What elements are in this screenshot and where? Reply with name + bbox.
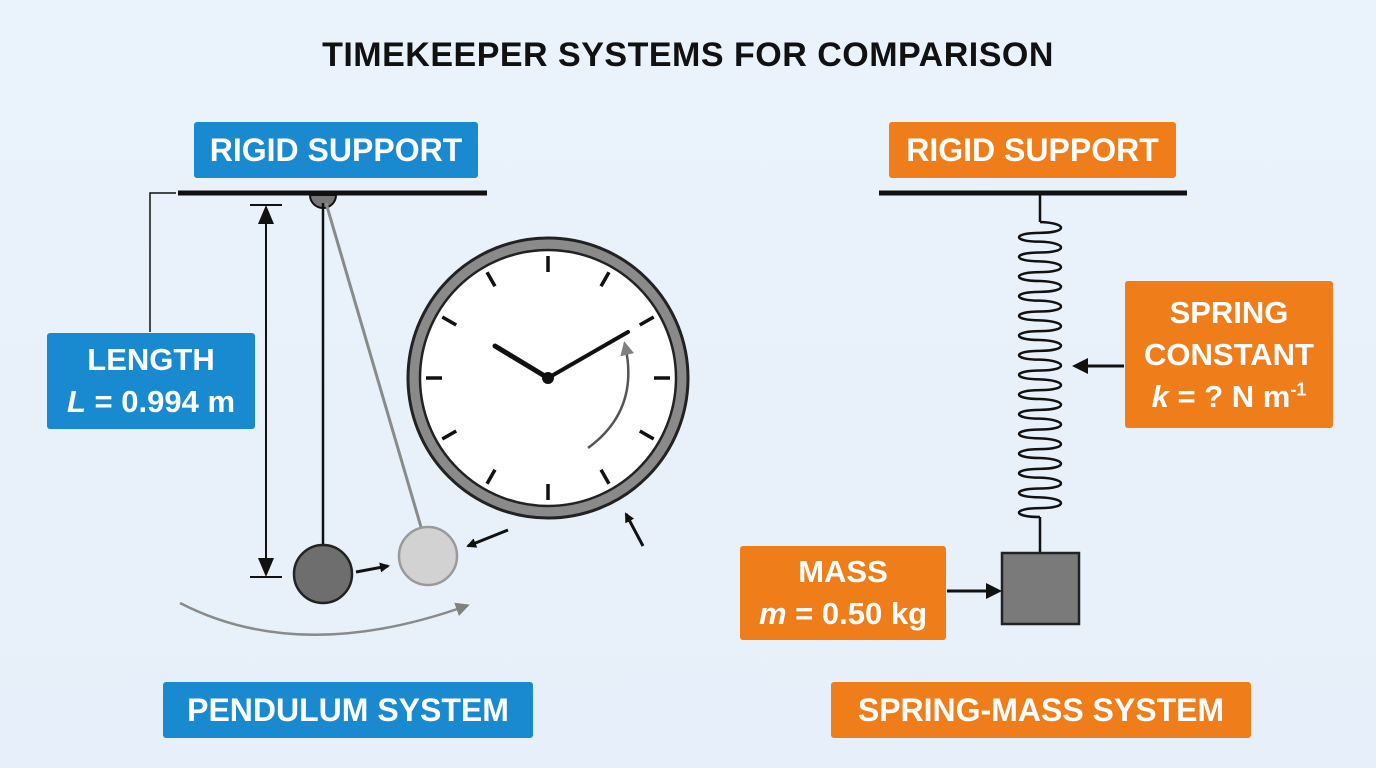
clock-tick — [441, 315, 458, 327]
clock-minute-hand — [546, 330, 630, 380]
length-arrowhead-down — [258, 558, 274, 577]
bob-motion-arrow — [355, 562, 390, 574]
clock-rotation-arrow — [587, 341, 635, 450]
spring-constant-exponent: -1 — [1290, 379, 1307, 400]
mass-block — [1000, 551, 1081, 626]
length-arrowhead-up — [258, 205, 274, 224]
clock-center-pin — [542, 372, 554, 384]
displaced-bob-pointer-arrow — [466, 528, 509, 548]
pendulum-system-label-text: PENDULUM SYSTEM — [187, 691, 509, 728]
clock-tick — [485, 271, 497, 288]
pendulum-support-label-text: RIGID SUPPORT — [209, 131, 463, 168]
spring-support-label: RIGID SUPPORT — [889, 122, 1176, 178]
swing-arc-arrow — [179, 601, 470, 636]
pendulum-pivot — [308, 194, 338, 209]
mass-label-title: MASS — [798, 554, 888, 589]
pendulum-string-displaced — [324, 202, 423, 528]
mass-label-value-line: m = 0.50 kg — [759, 593, 927, 635]
spring-constant-value-line: k = ? N m-1 — [1152, 376, 1307, 418]
length-label: LENGTH L = 0.994 m — [47, 333, 255, 429]
spring-support-label-text: RIGID SUPPORT — [906, 131, 1159, 168]
length-label-title: LENGTH — [87, 342, 215, 377]
spring-mass-system-label: SPRING-MASS SYSTEM — [831, 682, 1251, 738]
clock-icon — [406, 236, 690, 547]
pendulum-system-label: PENDULUM SYSTEM — [163, 682, 533, 738]
length-leader-line — [149, 192, 176, 332]
clock-tick — [638, 315, 655, 327]
clock-hour-hand — [492, 343, 551, 381]
clock-tick — [485, 468, 497, 485]
pendulum-bob-rest — [292, 543, 354, 605]
spring-constant-value: = ? N m — [1177, 378, 1291, 414]
spring-constant-label-line2: CONSTANT — [1144, 336, 1314, 372]
spring-mass-diagram — [879, 190, 1187, 626]
mass-value: = 0.50 kg — [795, 596, 928, 631]
mass-symbol: m — [758, 596, 787, 631]
length-symbol: L — [66, 384, 86, 419]
pendulum-bob-displaced — [397, 525, 459, 587]
diagram-title: TIMEKEEPER SYSTEMS FOR COMPARISON — [322, 36, 1054, 74]
clock-pointer-arrow — [624, 512, 645, 547]
clock-tick — [599, 468, 611, 485]
spring-constant-label: SPRING CONSTANT k = ? N m-1 — [1125, 281, 1333, 428]
length-value: = 0.994 m — [94, 384, 236, 419]
clock-tick — [599, 271, 611, 288]
length-label-value-line: L = 0.994 m — [67, 381, 235, 423]
spring-constant-label-line1: SPRING — [1169, 294, 1289, 330]
pendulum-support-label: RIGID SUPPORT — [194, 122, 478, 178]
spring-constant-symbol: k — [1151, 378, 1169, 414]
clock-tick — [638, 429, 655, 441]
clock-ticks — [426, 256, 670, 500]
spring-mass-system-label-text: SPRING-MASS SYSTEM — [857, 691, 1225, 728]
mass-label: MASS m = 0.50 kg — [740, 546, 946, 640]
pendulum-diagram — [149, 190, 509, 636]
clock-tick — [441, 429, 458, 441]
spring-coil — [1018, 220, 1062, 519]
